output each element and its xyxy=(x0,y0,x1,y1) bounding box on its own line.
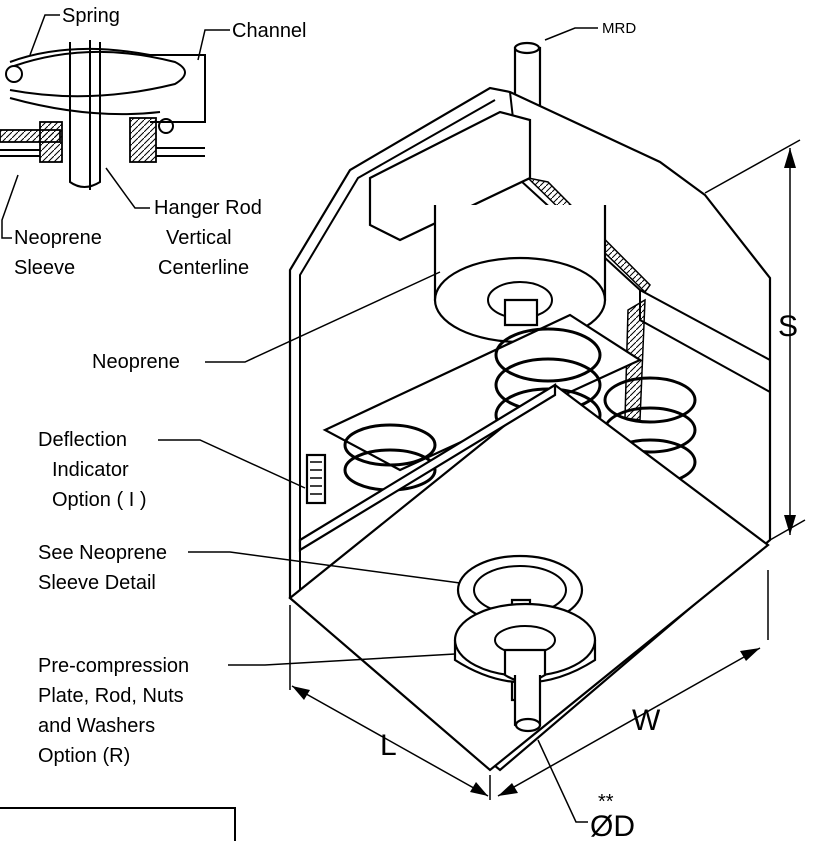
label-neoprene-sleeve-1: Neoprene xyxy=(14,227,102,249)
label-neoprene-sleeve-2: Sleeve xyxy=(14,257,75,279)
label-centerline: Centerline xyxy=(158,257,249,279)
sleeve-right xyxy=(129,117,157,163)
label-precomp-2: Plate, Rod, Nuts xyxy=(38,685,184,707)
label-deflection-1: Deflection xyxy=(38,429,127,451)
channel-outline xyxy=(9,47,206,123)
dimension-w-label: W xyxy=(632,704,661,737)
label-vertical: Vertical xyxy=(166,227,232,249)
label-spring: Spring xyxy=(62,5,120,27)
label-precomp-4: Option (R) xyxy=(38,745,130,767)
precomp-leader xyxy=(228,653,456,666)
mrd-leader xyxy=(544,27,598,41)
label-mrd: MRD xyxy=(602,20,636,37)
deflection-leader xyxy=(158,439,306,489)
label-neoprene: Neoprene xyxy=(92,351,180,373)
detail-spring xyxy=(5,50,186,116)
label-precomp-1: Pre-compression xyxy=(38,655,189,677)
label-see-sleeve-2: Sleeve Detail xyxy=(38,572,156,594)
hanger-assembly xyxy=(288,41,772,772)
label-see-sleeve-1: See Neoprene xyxy=(38,542,167,564)
title-block-corner xyxy=(0,807,236,841)
diameter-stars: ** xyxy=(598,791,614,813)
channel-leader xyxy=(197,29,230,61)
label-hanger-rod: Hanger Rod xyxy=(154,197,262,219)
label-channel: Channel xyxy=(232,20,307,42)
diameter-leader xyxy=(537,739,588,823)
deflection-indicator xyxy=(305,453,327,505)
hanger-rod-leader xyxy=(105,167,150,209)
label-precomp-3: and Washers xyxy=(38,715,155,737)
leaders xyxy=(158,27,598,823)
see-sleeve-leader xyxy=(188,551,461,584)
neoprene-leader xyxy=(205,271,441,363)
middle-plate xyxy=(322,313,643,472)
dimension-l-label: L xyxy=(380,729,397,762)
spring-leader xyxy=(29,14,60,56)
dimension-w xyxy=(497,570,769,797)
dimension-l xyxy=(289,605,491,800)
sleeve-detail xyxy=(0,14,230,239)
label-deflection-3: Option ( I ) xyxy=(52,489,146,511)
label-deflection-2: Indicator xyxy=(52,459,129,481)
dimension-s-label: S xyxy=(778,310,798,343)
dimension-s xyxy=(704,139,806,541)
diameter-label: ØD xyxy=(590,810,635,841)
sleeve-leader xyxy=(1,174,19,239)
detail-hanger-rod xyxy=(69,42,101,188)
